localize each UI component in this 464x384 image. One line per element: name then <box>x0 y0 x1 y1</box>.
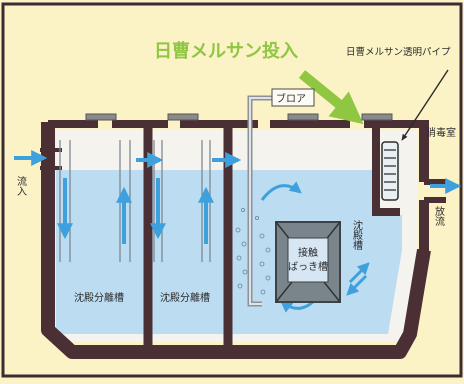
sedimentation-label: 沈殿槽 <box>351 219 363 251</box>
contact-label-2: ばっき槽 <box>288 260 328 273</box>
transparent-pipe <box>381 141 399 201</box>
chamber2-label: 沈殿分離槽 <box>160 291 210 304</box>
blower-label: ブロア <box>276 92 306 105</box>
outflow-label: 放流 <box>433 205 445 227</box>
blower-box <box>271 88 315 107</box>
sedimentation-arrows <box>346 262 370 296</box>
title: 日曹メルサン投入 <box>154 40 298 62</box>
disinfection-label: 消毒室 <box>426 126 456 139</box>
contact-media <box>275 221 341 303</box>
blower-pipe <box>247 95 272 307</box>
chamber1-label: 沈殿分離槽 <box>74 291 124 304</box>
inlet-arrow <box>298 70 364 125</box>
pipe-label: 日曹メルサン透明パイプ <box>346 46 451 58</box>
inflow-label: 流入 <box>15 175 27 196</box>
pipe-leader-line <box>401 69 449 141</box>
air-bubbles <box>235 207 271 295</box>
flow-arrows <box>14 150 462 244</box>
contact-label-1: 接触 <box>298 246 318 259</box>
manhole-covers <box>85 113 393 121</box>
